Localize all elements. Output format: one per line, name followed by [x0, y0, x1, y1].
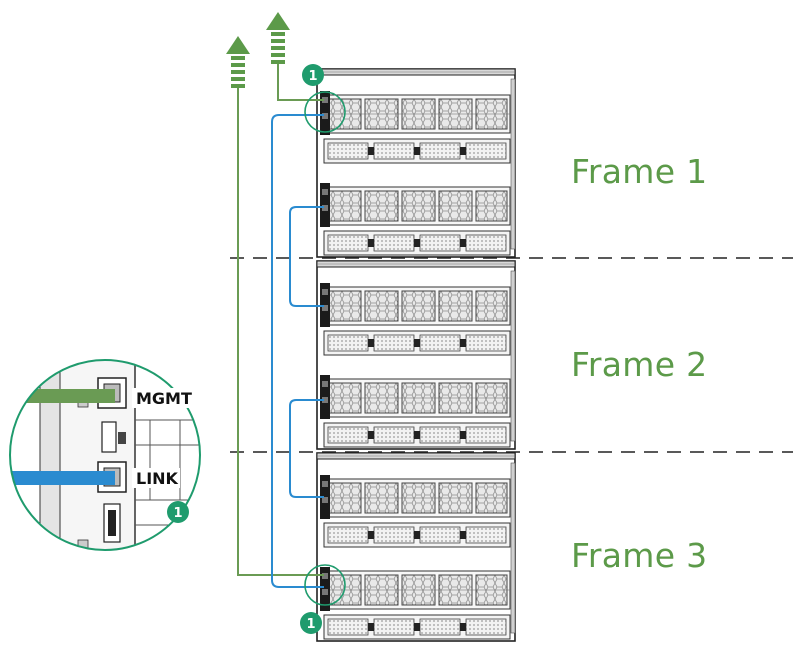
- mgmt-cable-inset: [10, 389, 115, 403]
- port-detail-inset: MGMT LINK 1: [9, 359, 201, 551]
- frame-3-label: Frame 3: [571, 536, 708, 575]
- inset-callout: 1: [173, 506, 182, 521]
- frame-2-label: Frame 2: [571, 345, 708, 384]
- svg-text:1: 1: [306, 617, 315, 632]
- uplink-arrow-right-icon: [266, 12, 290, 64]
- link-cable-frame-2-3: [289, 399, 324, 498]
- link-cable-outer-loop: [271, 114, 324, 588]
- svg-text:1: 1: [308, 69, 317, 84]
- mgmt-label: MGMT: [136, 389, 192, 408]
- link-cables: [271, 114, 324, 588]
- uplink-arrow-left-icon: [226, 36, 250, 88]
- mgmt-cables: [237, 62, 324, 576]
- enclosure-frame-3: [317, 453, 515, 641]
- link-cable-frame-1-2: [289, 206, 324, 307]
- link-label: LINK: [136, 469, 179, 488]
- port-highlight-frame-1: [304, 91, 346, 133]
- enclosure-frame-1: [317, 69, 515, 257]
- link-cable-inset: [10, 471, 115, 485]
- mgmt-cable-frame-3: [237, 88, 324, 576]
- callout-bottom: 1: [300, 612, 322, 634]
- enclosure-frame-2: [317, 261, 515, 449]
- port-highlight-frame-3: [304, 564, 346, 606]
- callout-top: 1: [302, 64, 324, 86]
- frame-1-label: Frame 1: [571, 152, 708, 191]
